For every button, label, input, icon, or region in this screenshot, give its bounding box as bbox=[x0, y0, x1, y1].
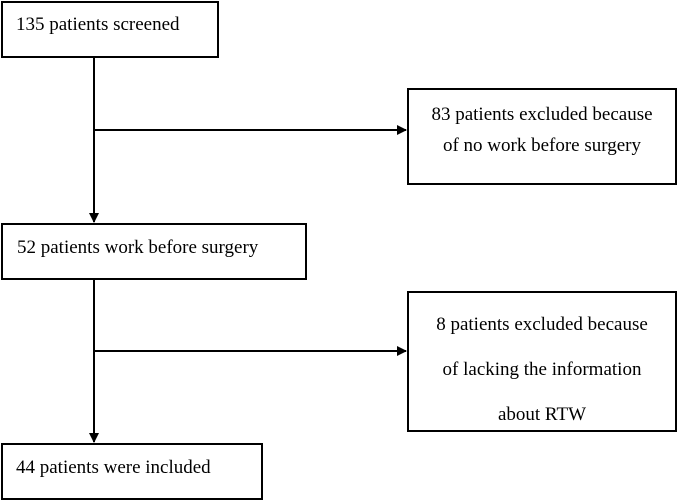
node-excluded-lacking-info: 8 patients excluded because of lacking t… bbox=[407, 291, 677, 432]
node-patients-included: 44 patients were included bbox=[1, 443, 263, 500]
node-label: 135 patients screened bbox=[16, 14, 180, 35]
node-excluded-no-work: 83 patients excluded because of no work … bbox=[407, 88, 677, 185]
node-label: of no work before surgery bbox=[442, 135, 642, 156]
node-patients-screened: 135 patients screened bbox=[1, 1, 219, 58]
node-label: 83 patients excluded because bbox=[431, 104, 653, 125]
node-label: about RTW bbox=[497, 404, 587, 425]
node-label: 8 patients excluded because bbox=[436, 314, 648, 335]
node-work-before-surgery: 52 patients work before surgery bbox=[1, 223, 307, 280]
node-label: 52 patients work before surgery bbox=[17, 237, 259, 258]
node-label: 44 patients were included bbox=[16, 457, 211, 478]
node-label: of lacking the information bbox=[442, 359, 642, 380]
